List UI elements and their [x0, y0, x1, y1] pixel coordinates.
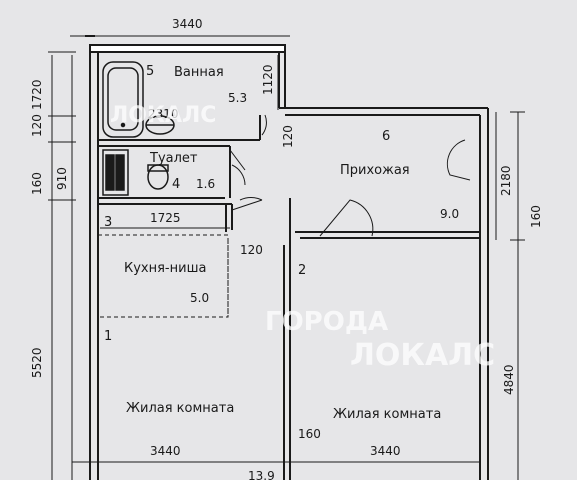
hall-area: 9.0 — [440, 207, 459, 221]
room-living2-num: 2 — [298, 263, 306, 278]
watermark-top: ЛОКАЛС — [110, 103, 216, 128]
dim-5520: 5520 — [30, 347, 44, 378]
walls — [89, 44, 489, 480]
room-living2-name: Жилая комната — [333, 407, 441, 422]
bath-area: 5.3 — [228, 91, 247, 105]
dim-1725: 1725 — [150, 211, 181, 225]
room-toilet-num: 4 — [172, 177, 180, 192]
room-kitchen-num: 3 — [104, 215, 112, 230]
dim-1720: 1720 — [30, 79, 44, 110]
dim-120-left: 120 — [30, 114, 44, 137]
toilet-area: 1.6 — [196, 177, 215, 191]
dim-160-right: 160 — [529, 205, 543, 228]
dim-top-width: 3440 — [172, 17, 203, 31]
bath-inner-dim: 2310 — [148, 107, 179, 121]
room-bath-num: 5 — [146, 64, 154, 79]
watermark-bottom: ЛОКАЛС — [350, 338, 495, 373]
toilet-fixtures — [102, 149, 169, 196]
room-toilet-name: Туалет — [149, 151, 198, 166]
dimension-labels: 3440 1720 120 160 910 5520 1120 120 2180… — [30, 17, 543, 480]
dim-1120: 1120 — [261, 64, 275, 95]
dim-bottom-160: 160 — [298, 427, 321, 441]
dim-160-left: 160 — [30, 172, 44, 195]
room-hall-num: 6 — [382, 129, 390, 144]
dim-bottom-left: 3440 — [150, 444, 181, 458]
room-living1-num: 1 — [104, 329, 112, 344]
dim-4840: 4840 — [502, 364, 516, 395]
bathtub — [102, 61, 175, 138]
dim-bottom-right: 3440 — [370, 444, 401, 458]
room-labels: 5 Ванная 6 Прихожая 4 Туалет 3 Кухня-ниш… — [104, 64, 441, 422]
bottom-area: 13.9 — [248, 469, 275, 480]
dim-2180: 2180 — [499, 165, 513, 196]
dim-910: 910 — [55, 167, 69, 190]
room-hall-name: Прихожая — [340, 163, 410, 178]
dim-120-bath: 120 — [281, 125, 295, 148]
room-living1-name: Жилая комната — [126, 401, 234, 416]
room-bath-name: Ванная — [174, 65, 224, 80]
watermark-mid: ГОРОДА — [265, 307, 388, 337]
dimension-lines — [48, 35, 525, 480]
dim-120-kitchen: 120 — [240, 243, 263, 257]
kitchen-area: 5.0 — [190, 291, 209, 305]
room-kitchen-name: Кухня-ниша — [124, 261, 206, 276]
doors — [229, 114, 471, 237]
